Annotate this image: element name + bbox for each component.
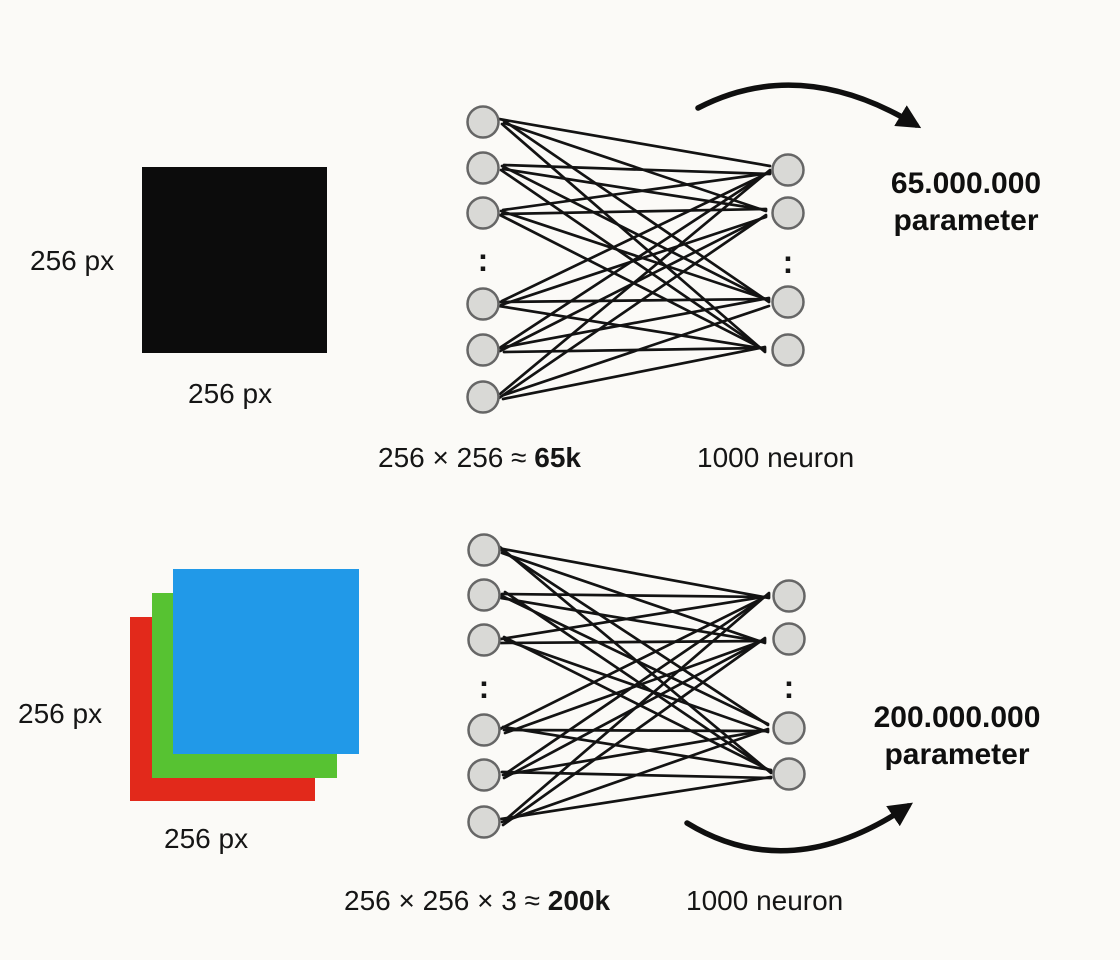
input-neuron bbox=[467, 578, 501, 612]
input-ellipsis: : bbox=[478, 242, 489, 278]
connection-line bbox=[497, 213, 768, 400]
input-neuron bbox=[467, 623, 501, 657]
height-label-top: 256 px bbox=[30, 245, 115, 276]
parameter-count-top: 65.000.000 parameter bbox=[856, 165, 1076, 239]
connection-line bbox=[502, 163, 772, 176]
input-neuron bbox=[467, 533, 501, 567]
input-neuron bbox=[467, 805, 501, 839]
output-neuron bbox=[772, 711, 806, 745]
input-neuron bbox=[466, 333, 500, 367]
connection-line bbox=[501, 636, 767, 827]
connection-line bbox=[499, 169, 772, 349]
connection-line bbox=[501, 725, 773, 772]
connection-line bbox=[499, 548, 770, 727]
connection-line bbox=[500, 727, 770, 824]
connection-line bbox=[498, 639, 767, 645]
output-neuron bbox=[771, 333, 805, 367]
parameter-unit: parameter bbox=[893, 204, 1039, 237]
connection-line bbox=[497, 296, 771, 350]
formula-prefix: 256 × 256 ≈ bbox=[378, 442, 535, 473]
parameter-unit: parameter bbox=[884, 738, 1030, 771]
connection-line bbox=[500, 170, 772, 303]
connection-line bbox=[500, 164, 771, 303]
output-neuron bbox=[772, 622, 806, 656]
blue-channel-square bbox=[173, 569, 359, 754]
connection-line bbox=[501, 345, 767, 401]
neuron-count-label-bottom: 1000 neuron bbox=[686, 885, 844, 916]
input-neuron bbox=[466, 196, 500, 230]
connection-line bbox=[501, 547, 771, 600]
height-label-bottom: 256 px bbox=[18, 698, 103, 729]
output-neuron bbox=[771, 196, 805, 230]
connection-line bbox=[499, 209, 771, 302]
width-label-top: 256 px bbox=[188, 378, 273, 409]
parameter-arrow bbox=[695, 82, 922, 129]
parameter-value: 200.000.000 bbox=[873, 701, 1041, 734]
pixel-formula-top: 256 × 256 ≈ 65k bbox=[378, 443, 581, 473]
connection-line bbox=[500, 592, 771, 599]
connection-line bbox=[501, 728, 770, 777]
input-neuron bbox=[466, 151, 500, 185]
output-neuron bbox=[772, 757, 806, 791]
parameter-arrow bbox=[684, 802, 914, 854]
output-neuron bbox=[772, 579, 806, 613]
connection-line bbox=[499, 775, 773, 821]
output-ellipsis: : bbox=[784, 669, 795, 705]
input-neuron bbox=[467, 713, 501, 747]
input-neuron bbox=[467, 758, 501, 792]
connection-line bbox=[501, 171, 772, 212]
parameter-value: 65.000.000 bbox=[890, 167, 1042, 200]
formula-result: 200k bbox=[547, 885, 611, 916]
input-neuron bbox=[466, 105, 500, 139]
neuron-count-label-top: 1000 neuron bbox=[697, 442, 855, 473]
connection-line bbox=[499, 594, 771, 641]
width-label-bottom: 256 px bbox=[164, 823, 249, 854]
connection-line bbox=[498, 593, 770, 726]
formula-result: 65k bbox=[534, 442, 581, 473]
input-neuron bbox=[466, 287, 500, 321]
connection-line bbox=[502, 591, 771, 823]
input-ellipsis: : bbox=[479, 669, 490, 705]
output-neuron bbox=[771, 153, 805, 187]
connection-line bbox=[498, 168, 772, 396]
connection-line bbox=[498, 297, 771, 304]
connection-line bbox=[502, 304, 771, 397]
connection-line bbox=[497, 304, 767, 351]
connection-line bbox=[503, 592, 771, 776]
grayscale-square bbox=[142, 167, 327, 353]
input-neuron bbox=[466, 380, 500, 414]
output-neuron bbox=[771, 285, 805, 319]
parameter-count-bottom: 200.000.000 parameter bbox=[847, 699, 1067, 773]
connection-line bbox=[502, 635, 773, 773]
formula-prefix: 256 × 256 × 3 ≈ bbox=[344, 885, 548, 916]
output-ellipsis: : bbox=[783, 244, 794, 280]
connection-line bbox=[497, 117, 772, 168]
connection-line bbox=[498, 593, 771, 731]
pixel-formula-bottom: 256 × 256 × 3 ≈ 200k bbox=[344, 886, 610, 916]
